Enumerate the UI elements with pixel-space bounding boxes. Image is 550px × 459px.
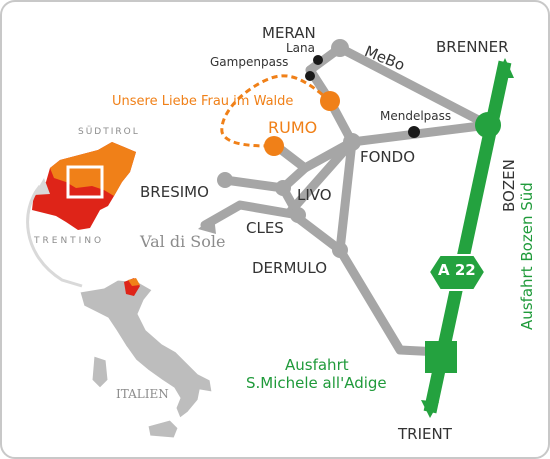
italy-shape [79,279,213,439]
label-val-di-sole: Val di Sole [140,232,226,251]
label-livo: LIVO [297,186,332,204]
label-gampenpass: Gampenpass [210,55,289,69]
sicily-shape [147,419,179,439]
label-ausfahrt-line1: Ausfahrt [285,356,349,374]
exit-smichele [425,341,457,373]
inset-region [26,142,136,288]
road-fondo-mendelpass [347,120,493,147]
node-dermulo [332,242,348,258]
label-cles: CLES [246,219,284,237]
label-suedtirol: SÜDTIROL [78,127,140,137]
label-trient: TRIENT [398,425,452,443]
dot-mendelpass [408,126,420,138]
inset-pointer-head [34,178,50,195]
node-unsere-liebe-frau [320,91,340,111]
italy-region-marker-top [128,278,140,286]
motorway-arrow-south [421,400,439,418]
route-rumo-dashed [220,74,331,148]
label-fondo: FONDO [360,148,416,166]
pass-dots [305,55,420,138]
node-meran [331,39,349,57]
road-val-di-sole [200,200,303,230]
label-a22: A 22 [438,261,476,279]
motorway-arrow-north [496,58,514,78]
sardinia-shape [91,355,109,389]
node-bresimo [217,172,233,188]
inset-focus-box [66,165,104,199]
label-rumo: RUMO [268,118,318,137]
label-dermulo: DERMULO [252,259,327,277]
label-unsere-liebe-frau: Unsere Liebe Frau im Walde [112,94,294,109]
dot-gampenpass [305,71,315,81]
label-lana: Lana [286,41,315,55]
label-ausfahrt-line2: S.Michele all'Adige [246,374,387,392]
node-fondo [343,133,361,151]
node-bozen [475,112,501,138]
node-rumo [264,136,284,156]
a22-shield [427,254,487,291]
label-italien: ITALIEN [116,387,169,401]
label-mendelpass: Mendelpass [380,109,452,123]
label-ausfahrt-bozen-sued: Ausfahrt Bozen Süd [518,182,536,330]
road-nodes [217,39,361,258]
suedtirol-shape [50,142,136,196]
label-trentino: TRENTINO [34,236,105,246]
label-brenner: BRENNER [436,38,509,56]
dot-lana [313,55,323,65]
label-meran: MERAN [262,24,316,42]
road-fondo-loop [285,137,357,255]
label-bresimo: BRESIMO [140,183,209,201]
label-bozen: BOZEN [500,159,518,212]
node-cles [290,207,306,223]
node-livo [275,180,291,196]
val-di-sole-arrow [198,216,216,234]
inset-pointer-arc [26,185,83,288]
